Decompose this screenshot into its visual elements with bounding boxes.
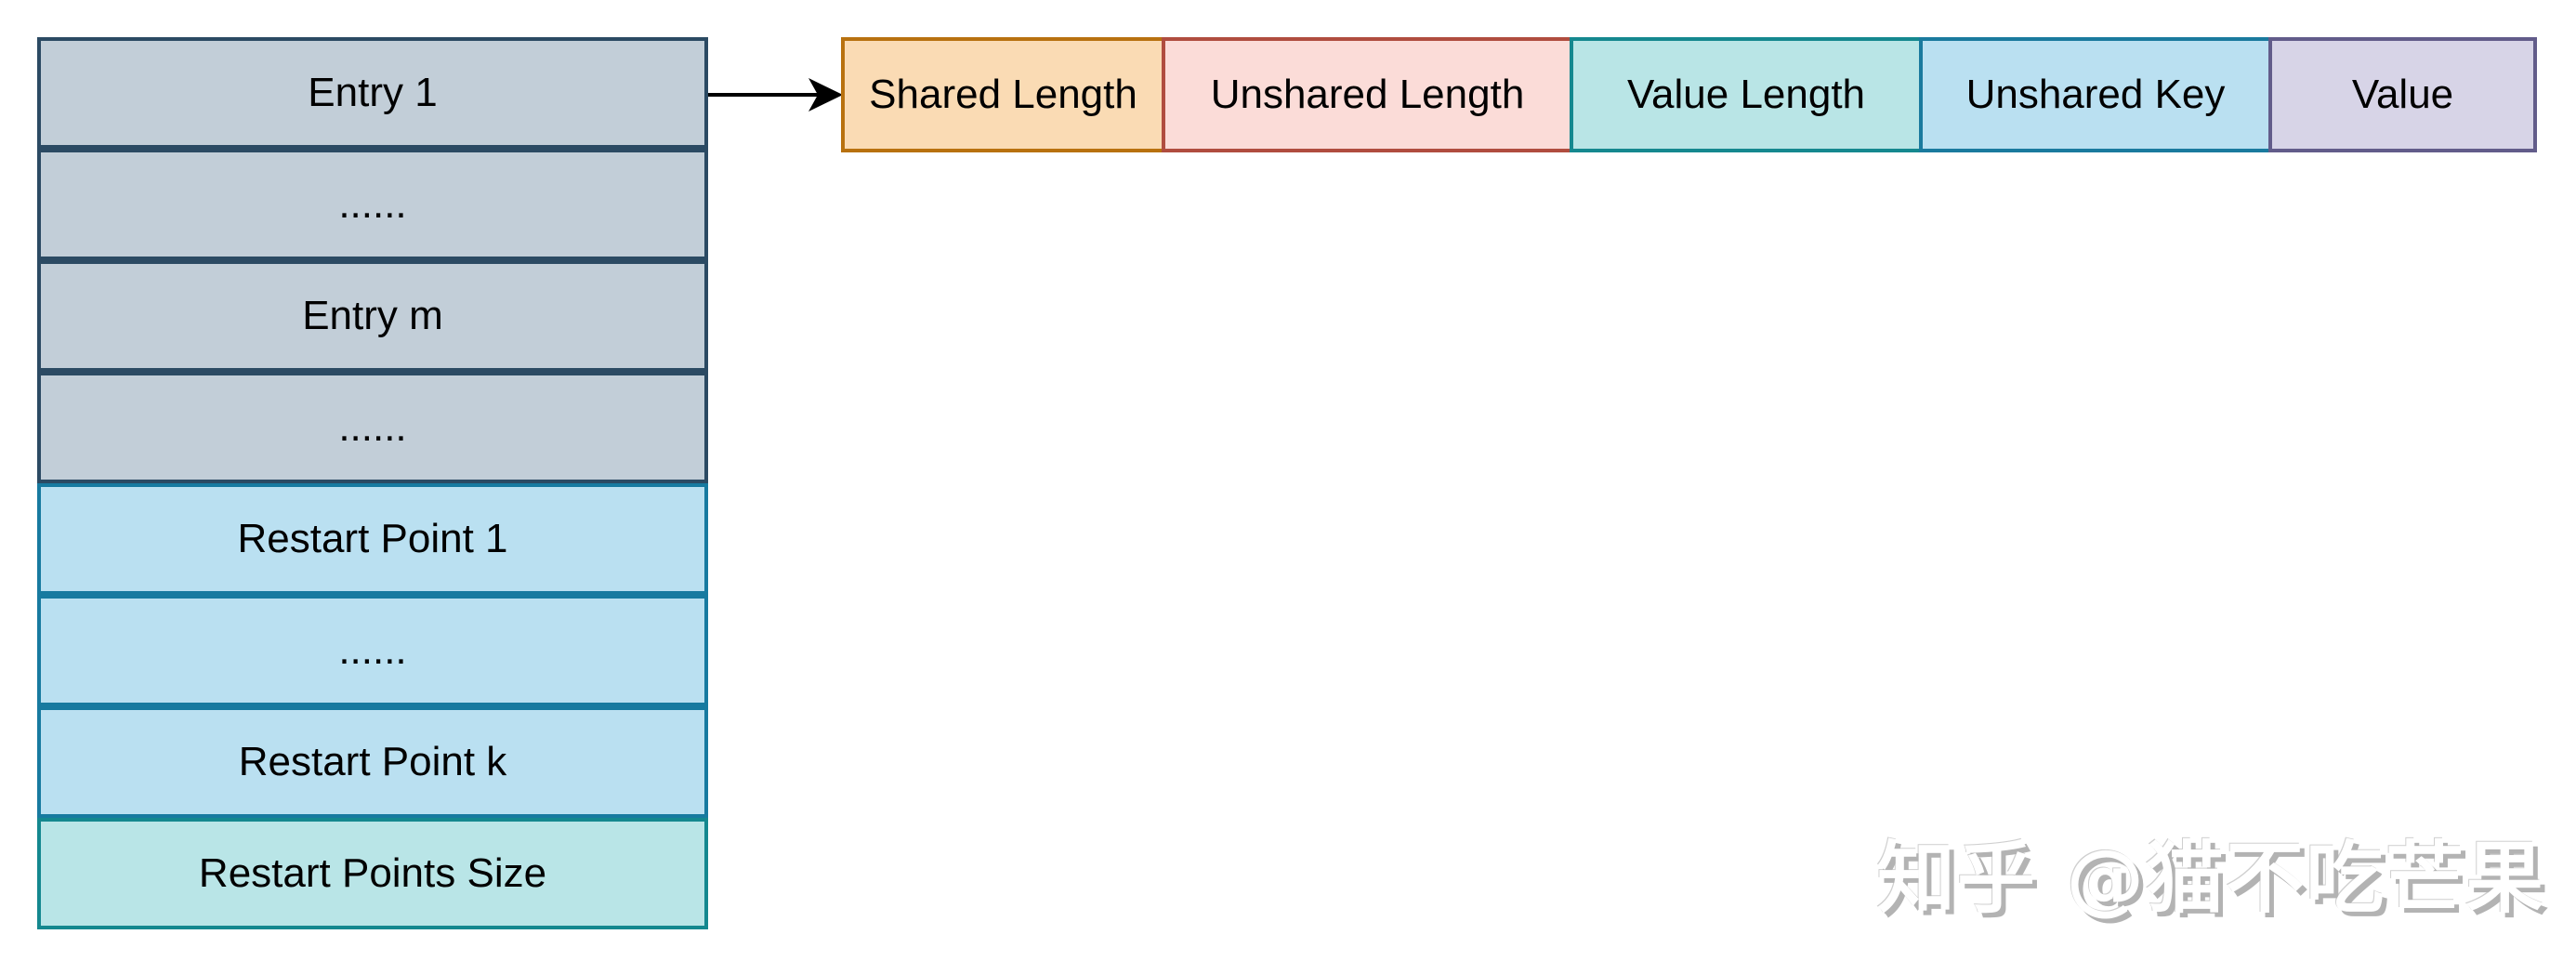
row-label: Entry 1 xyxy=(308,70,438,115)
block-row-restart-points-size: Restart Points Size xyxy=(37,818,708,929)
row-label: ...... xyxy=(338,627,407,673)
field-label: Value Length xyxy=(1626,72,1866,117)
watermark-text: 知乎 @猫不吃芒果 xyxy=(1877,833,2546,924)
row-label: Restart Points Size xyxy=(198,850,547,896)
block-row-restart-point-k: Restart Point k xyxy=(37,706,708,818)
field-shared-length: Shared Length xyxy=(841,37,1165,152)
field-label: Shared Length xyxy=(869,72,1137,117)
block-row-entry-1: Entry 1 xyxy=(37,37,708,149)
field-label: Unshared Key xyxy=(1965,72,2226,117)
block-row-entry-m: Entry m xyxy=(37,260,708,372)
field-label: Value xyxy=(2351,72,2454,117)
row-label: ...... xyxy=(338,404,407,450)
block-row-ellipsis-3: ...... xyxy=(37,595,708,706)
field-unshared-length: Unshared Length xyxy=(1162,37,1573,152)
row-label: Restart Point 1 xyxy=(237,516,508,561)
block-row-ellipsis-2: ...... xyxy=(37,372,708,483)
block-row-restart-point-1: Restart Point 1 xyxy=(37,483,708,595)
field-value: Value xyxy=(2268,37,2537,152)
arrow-connector-icon xyxy=(708,78,843,112)
block-row-ellipsis-1: ...... xyxy=(37,149,708,260)
row-label: Entry m xyxy=(302,293,443,338)
field-value-length: Value Length xyxy=(1570,37,1923,152)
field-unshared-key: Unshared Key xyxy=(1919,37,2272,152)
row-label: ...... xyxy=(338,181,407,227)
field-label: Unshared Length xyxy=(1210,72,1525,117)
row-label: Restart Point k xyxy=(238,739,507,784)
